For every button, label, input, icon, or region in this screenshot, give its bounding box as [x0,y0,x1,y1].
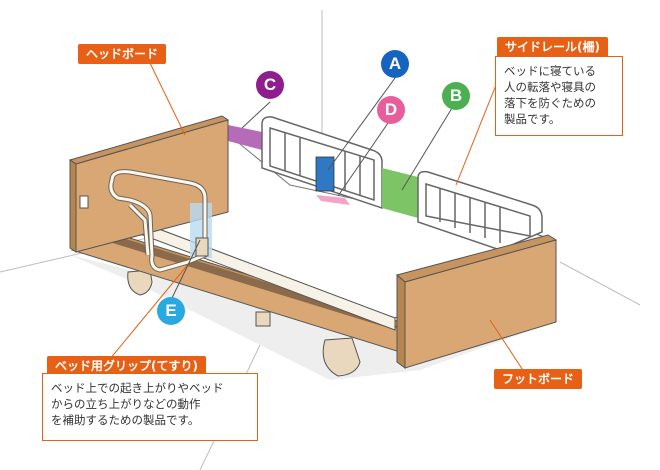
siderail-desc-line-4: 製品です。 [504,112,561,126]
marker-a: A [381,50,409,78]
marker-c: C [256,71,284,99]
footboard-label: フットボード [494,369,583,389]
zone-c [228,125,262,150]
siderail-desc-line-1: ベッドに寝ている [504,64,596,78]
zone-a [315,156,335,192]
marker-e: E [157,297,185,325]
bed-grip [108,169,212,273]
marker-lines [171,77,453,299]
grip-desc-line-3: を補助するための製品です。 [51,413,200,427]
siderail-description: ベッドに寝ている 人の転落や寝具の 落下を防ぐための 製品です。 [495,56,623,136]
leader-lines [104,62,529,379]
grip-label: ベッド用グリップ(てすり) [47,356,206,376]
mattress-fold [234,139,361,201]
marker-d: D [377,96,405,124]
siderail-desc-line-2: 人の転落や寝具の [504,80,596,94]
grip-description: ベッド上での起き上がりやベッド からの立ち上がりなどの動作 を補助するための製品… [42,373,258,441]
frame-rail [90,228,395,330]
zone-b [382,168,418,218]
side-rail-2 [417,170,543,251]
grip-desc-line-2: からの立ち上がりなどの動作 [51,397,201,411]
siderail-label: サイドレール(柵) [497,37,608,57]
headboard-label: ヘッドボード [78,44,167,64]
marker-b: B [442,82,470,110]
zone-d [316,195,350,205]
grip-desc-line-1: ベッド上での起き上がりやベッド [51,381,224,395]
bed-legs [127,269,361,377]
siderail-desc-line-3: 落下を防ぐための [504,96,596,110]
footboard [395,234,558,369]
